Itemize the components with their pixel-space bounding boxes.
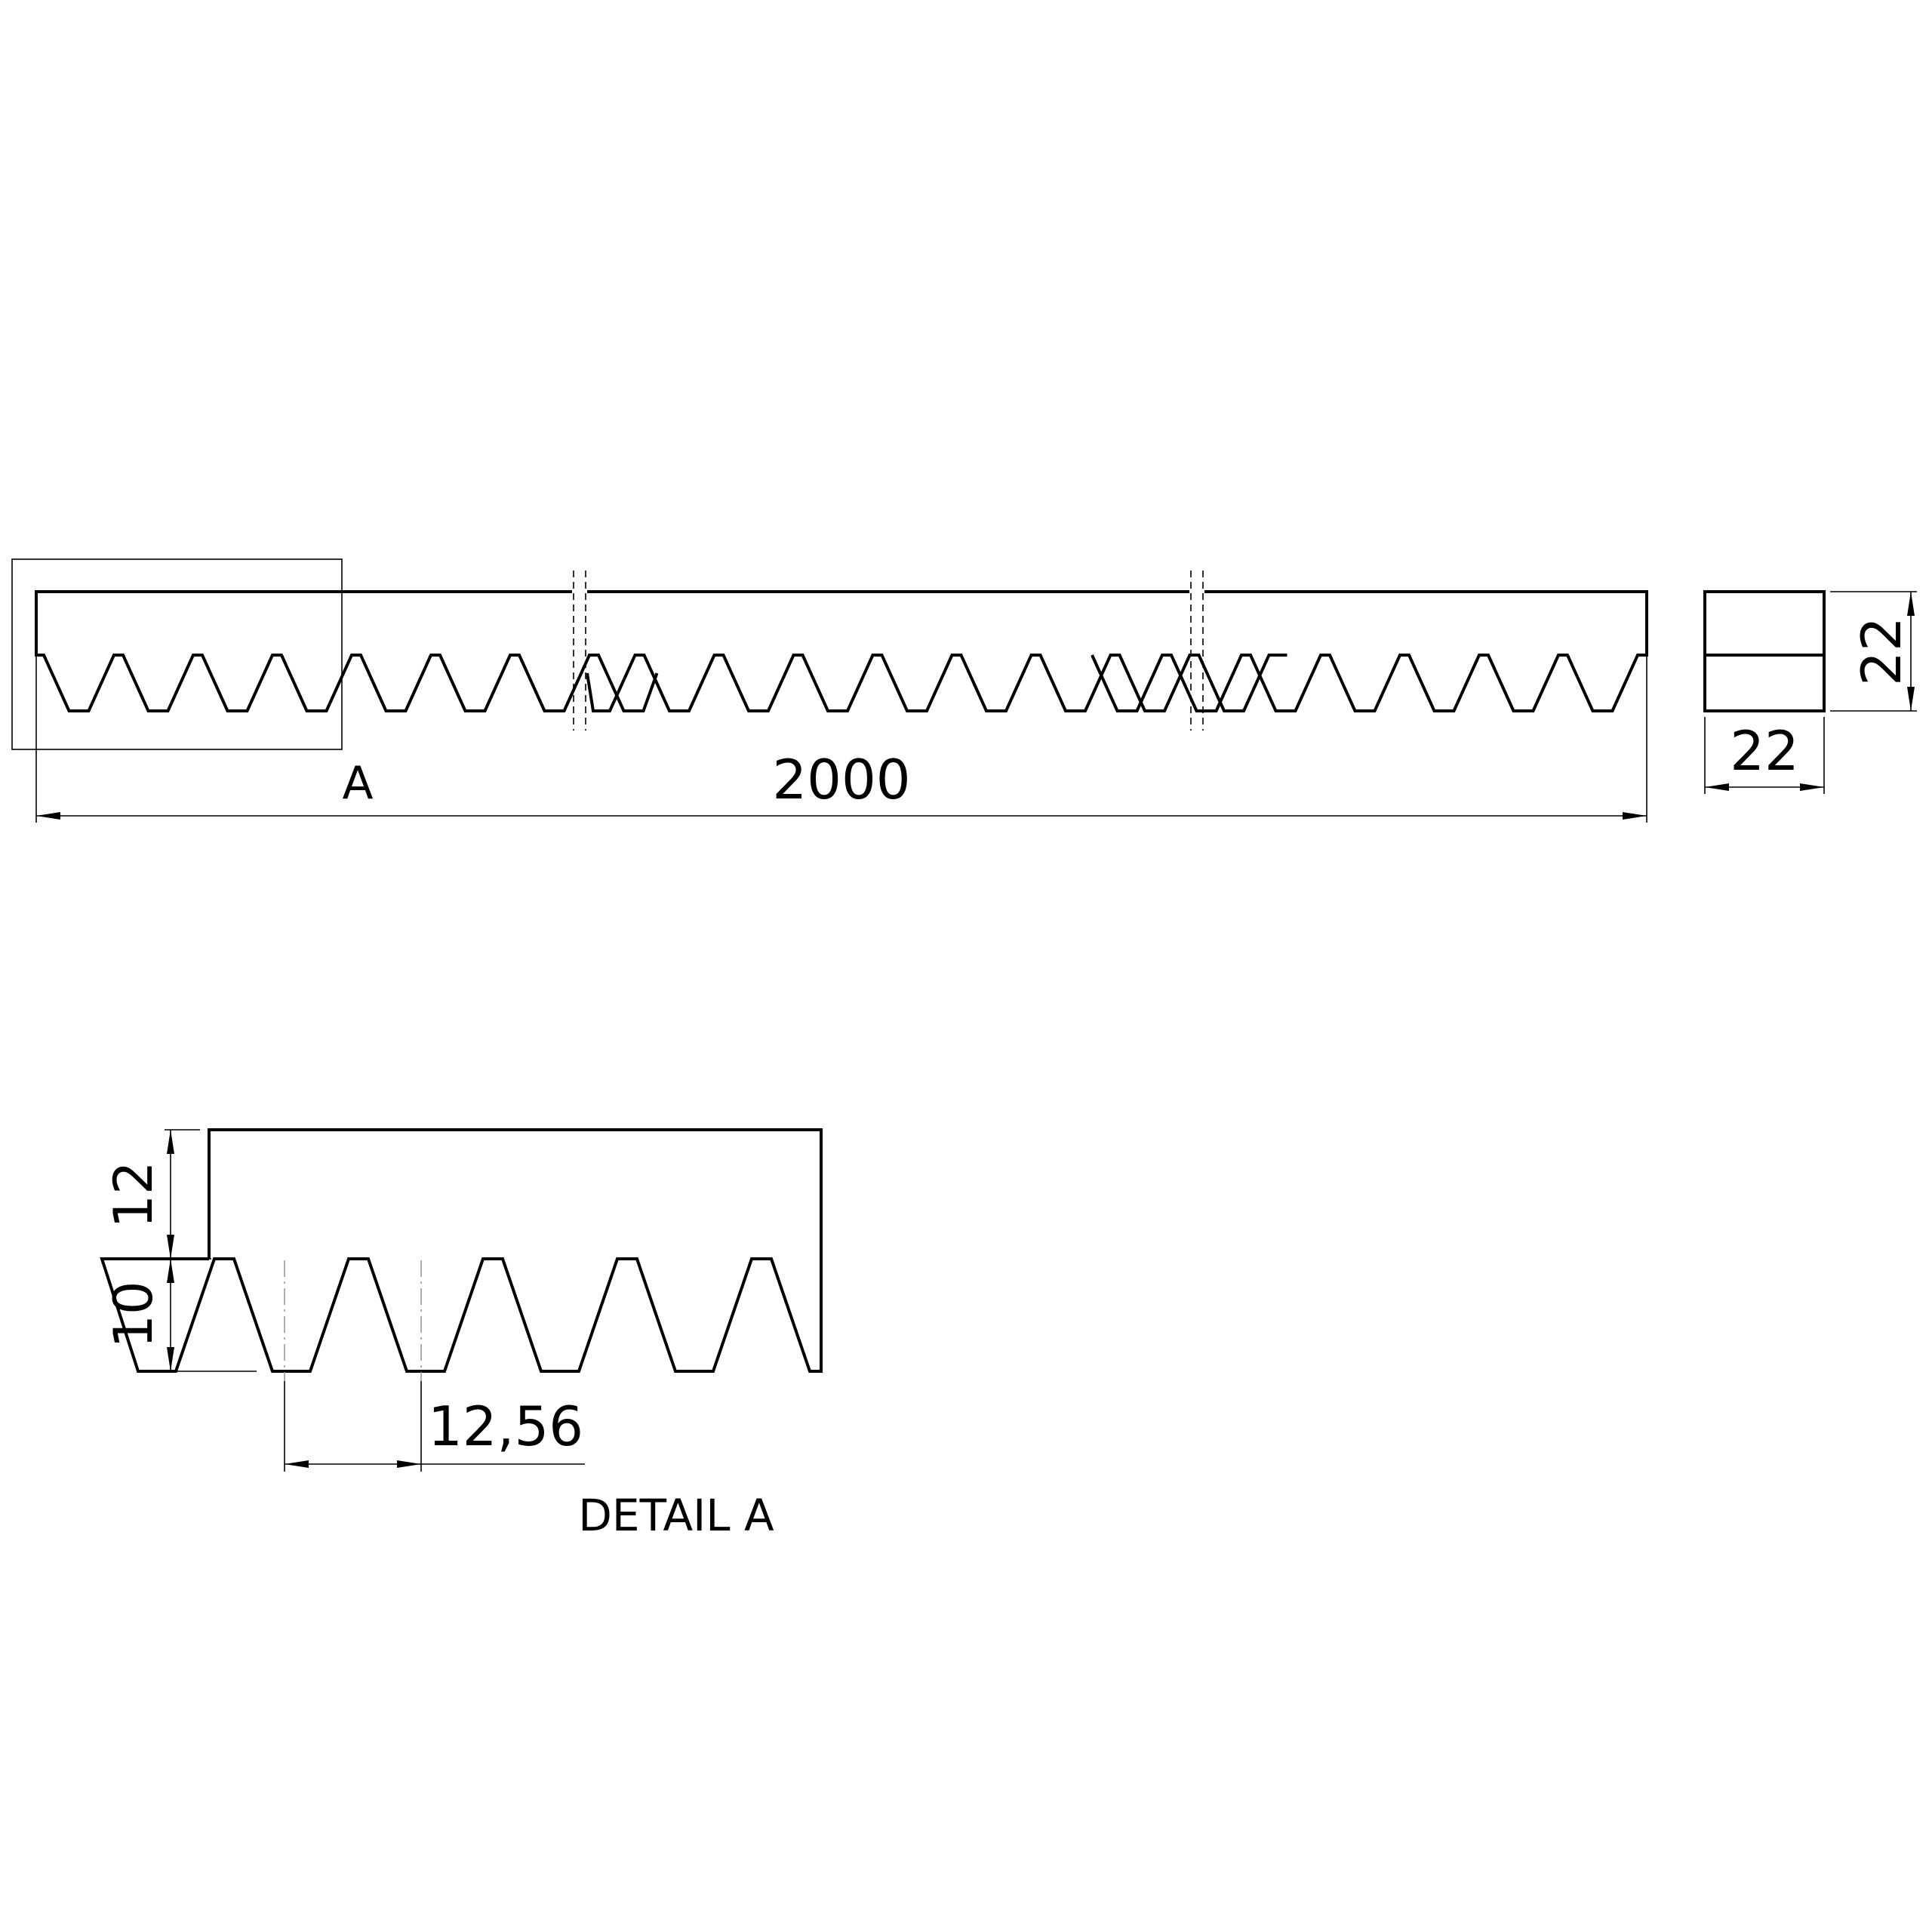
rack-profile-segment-1 xyxy=(35,590,659,712)
side-view: 22 22 xyxy=(1703,590,1917,794)
front-view: 2000 A xyxy=(11,558,1648,823)
side-height-label: 22 xyxy=(1850,617,1913,686)
side-height-arrow-top xyxy=(1907,592,1915,616)
length-arrow-left xyxy=(36,812,60,820)
rack-profile-segment-2 xyxy=(586,590,1287,712)
detail-title: DETAIL A xyxy=(578,1490,774,1541)
length-arrow-right xyxy=(1623,812,1647,820)
detail-body-arrow-bottom xyxy=(167,1235,174,1259)
detail-body-height-label: 12 xyxy=(103,1161,165,1228)
detail-a-frame xyxy=(11,558,343,750)
rack-profile-segment-3 xyxy=(1091,590,1648,712)
length-dimension-label: 2000 xyxy=(772,748,910,811)
detail-a-view: 12 10 12,56 DETAIL A xyxy=(100,1128,823,1541)
side-view-outline xyxy=(1703,590,1826,712)
detail-tooth-height-label: 10 xyxy=(103,1281,165,1348)
detail-pitch-label: 12,56 xyxy=(428,1395,583,1458)
detail-tooth-arrow-bottom xyxy=(167,1347,174,1371)
detail-a-marker-label: A xyxy=(342,757,373,810)
detail-tooth-arrow-top xyxy=(167,1259,174,1283)
side-width-arrow-right xyxy=(1800,783,1824,791)
detail-body-arrow-top xyxy=(167,1130,174,1154)
side-width-label: 22 xyxy=(1730,719,1799,783)
detail-rack-profile xyxy=(100,1128,823,1373)
detail-pitch-arrow-left xyxy=(285,1460,309,1468)
side-height-arrow-bottom xyxy=(1907,687,1915,711)
side-width-arrow-left xyxy=(1705,783,1729,791)
detail-pitch-arrow-right xyxy=(397,1460,421,1468)
